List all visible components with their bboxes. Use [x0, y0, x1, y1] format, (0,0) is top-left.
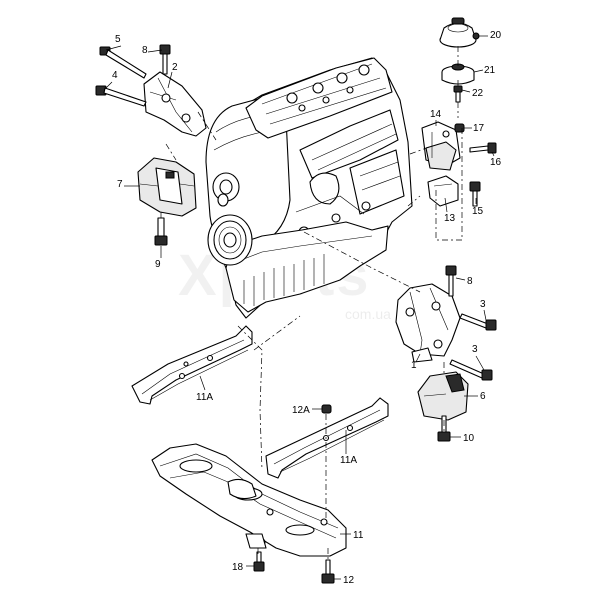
- mount-bushing-21: [441, 63, 475, 85]
- cam-cover-bosses: [286, 64, 370, 112]
- callout-c18: 18: [232, 562, 244, 573]
- callout-c7: 7: [117, 179, 123, 190]
- callout-c15: 15: [472, 206, 484, 217]
- callout-c2: 2: [172, 62, 178, 73]
- callout-c9: 9: [155, 259, 161, 270]
- callout-c17: 17: [473, 123, 485, 134]
- bolt-3-lower: [449, 359, 493, 381]
- callout-c22: 22: [472, 88, 484, 99]
- left-engine-mount: [137, 157, 197, 217]
- bolt-12: [321, 559, 335, 584]
- right-engine-mount: [417, 371, 469, 421]
- bolt-3-upper: [459, 313, 497, 331]
- crossmember-11A-right: [265, 397, 389, 479]
- nut-17: [454, 123, 465, 133]
- bolt-8-lower: [445, 265, 457, 297]
- subframe-11: [151, 443, 347, 557]
- upper-mount-cap-20: [439, 17, 480, 48]
- left-engine-bracket: [143, 71, 207, 137]
- callout-c8a: 8: [142, 45, 148, 56]
- callout-c3a: 3: [480, 299, 486, 310]
- bolt-5: [99, 46, 147, 79]
- bolt-22: [453, 85, 463, 103]
- callout-c10: 10: [463, 433, 475, 444]
- callout-c3b: 3: [472, 344, 478, 355]
- crankshaft-pulley: [207, 172, 253, 266]
- bolt-9: [154, 217, 168, 246]
- bolt-4: [95, 85, 147, 107]
- bracket-13: [427, 175, 459, 207]
- callout-c12: 12: [343, 575, 355, 586]
- callout-c11Aa: 11A: [196, 392, 213, 403]
- callout-c11: 11: [353, 530, 364, 541]
- nut-12A: [321, 404, 332, 414]
- bolt-8-upper: [159, 44, 171, 75]
- bolt-15: [469, 181, 481, 207]
- crossmember-11A-left: [131, 325, 253, 405]
- callout-c12A: 12A: [292, 405, 310, 416]
- callout-c5: 5: [115, 34, 121, 45]
- leader-lines: [103, 35, 495, 580]
- assembly-lines: [160, 46, 463, 560]
- callout-c13: 13: [444, 213, 456, 224]
- callout-c1: 1: [411, 360, 417, 371]
- right-engine-bracket: [395, 283, 461, 363]
- callout-c4: 4: [112, 70, 118, 81]
- callout-c16: 16: [490, 157, 502, 168]
- callout-labels: 5824792021221417161315833161011A12A11A11…: [112, 30, 502, 586]
- bolt-18: [253, 551, 265, 572]
- callout-c6: 6: [480, 391, 486, 402]
- callout-c21: 21: [484, 65, 496, 76]
- upper-right-mount-14: [421, 121, 461, 171]
- callout-c8b: 8: [467, 276, 473, 287]
- callout-c11Ab: 11A: [340, 455, 357, 466]
- bolt-16: [469, 142, 497, 154]
- bolt-10: [437, 415, 451, 442]
- callout-c14: 14: [430, 109, 442, 120]
- callout-c20: 20: [490, 30, 502, 41]
- engine-block: [205, 57, 413, 319]
